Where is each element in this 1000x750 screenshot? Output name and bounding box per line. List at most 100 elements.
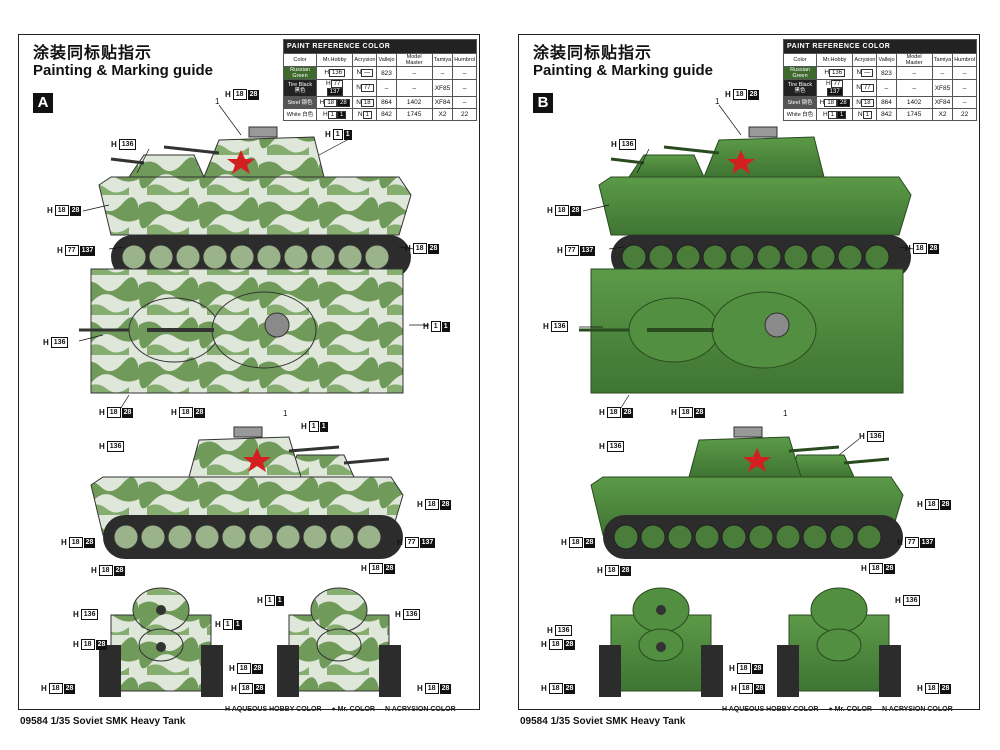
tank-views-a [78, 104, 429, 697]
title-english: Painting & Marking guide [533, 62, 714, 79]
legend-acrysion: N ACRYSION COLOR [384, 706, 456, 713]
marker-number: 1 [715, 97, 720, 106]
hobby-prefix: H [825, 80, 831, 87]
tank-side-view-bottom [90, 426, 404, 559]
tank-rear-view [777, 587, 901, 697]
acrysion-prefix: N [356, 98, 361, 106]
humbrol-code: – [952, 66, 977, 80]
hobby-prefix: H [325, 80, 331, 87]
acrysion-prefix: N [357, 110, 363, 118]
acrysion-code: 77 [360, 84, 374, 92]
hobby-prefix: H [824, 69, 830, 76]
tamiya-code: XF84 [431, 96, 454, 109]
hobby-prefix: H [324, 69, 330, 76]
color-name: White 白色 [783, 108, 817, 121]
acrysion-code: 77 [860, 84, 874, 92]
acrysion-code: 1 [862, 110, 872, 119]
paint-reference-table: PAINT REFERENCE COLOR Color Mr.Hobby Acr… [783, 39, 977, 121]
acrysion-code: 1 [362, 110, 372, 119]
marker-number: 1 [215, 97, 220, 106]
hobby-code: 136 [329, 69, 346, 77]
humbrol-code: 22 [952, 108, 977, 121]
color-name: Russian Green [783, 66, 817, 80]
legend-acrysion: N ACRYSION COLOR [881, 706, 953, 713]
mrcolor-code: 1 [837, 110, 847, 119]
color-name: White 白色 [283, 108, 317, 121]
acrysion-prefix: N [856, 98, 861, 106]
hobby-code: 18 [324, 98, 338, 107]
leader-lines [78, 104, 429, 412]
footer-title-b: 09584 1/35 Soviet SMK Heavy Tank [520, 716, 686, 727]
footer-legend-b: H AQUEOUS HOBBY COLOR ● Mr. COLOR N ACRY… [722, 706, 953, 713]
acrysion-prefix: N [857, 110, 863, 118]
tank-side-view-top [98, 126, 412, 279]
tank-rear-view [277, 587, 401, 697]
title-chinese: 涂装同标贴指示 [533, 43, 653, 62]
marker-number: 1 [783, 409, 788, 418]
title-english: Painting & Marking guide [33, 62, 214, 79]
hobby-code: 136 [829, 69, 846, 77]
mrcolor-code: 137 [326, 88, 343, 96]
marker-number: 1 [283, 409, 288, 418]
tank-top-view [79, 268, 404, 394]
acrysion-code: — [361, 69, 374, 77]
tank-side-view-top [598, 126, 912, 279]
humbrol-code: 22 [452, 108, 477, 121]
model-master-code: 1745 [395, 108, 433, 121]
sheet-b: 涂装同标贴指示 Painting & Marking guide B PAINT… [518, 34, 980, 710]
mrcolor-code: 28 [337, 98, 350, 107]
hobby-code: 1 [327, 110, 338, 119]
acrysion-code: — [861, 69, 874, 77]
table-caption: PAINT REFERENCE COLOR [283, 39, 477, 54]
acrysion-prefix: N [856, 69, 862, 76]
color-name: Steel 钢色 [283, 96, 317, 109]
panel-letter-b: B [533, 93, 553, 113]
tank-views-b [579, 104, 915, 697]
tank-front-view [99, 587, 223, 697]
hobby-code: 18 [824, 98, 838, 107]
hobby-prefix: H [819, 98, 825, 106]
footer-legend-a: H AQUEOUS HOBBY COLOR ● Mr. COLOR N ACRY… [225, 706, 456, 713]
tamiya-code: X2 [431, 108, 454, 121]
mrcolor-code: 137 [826, 88, 843, 96]
acrysion-prefix: N [356, 84, 361, 91]
paint-reference-table: PAINT REFERENCE COLOR Color Mr.Hobby Acr… [283, 39, 477, 121]
tank-front-view [599, 587, 723, 697]
